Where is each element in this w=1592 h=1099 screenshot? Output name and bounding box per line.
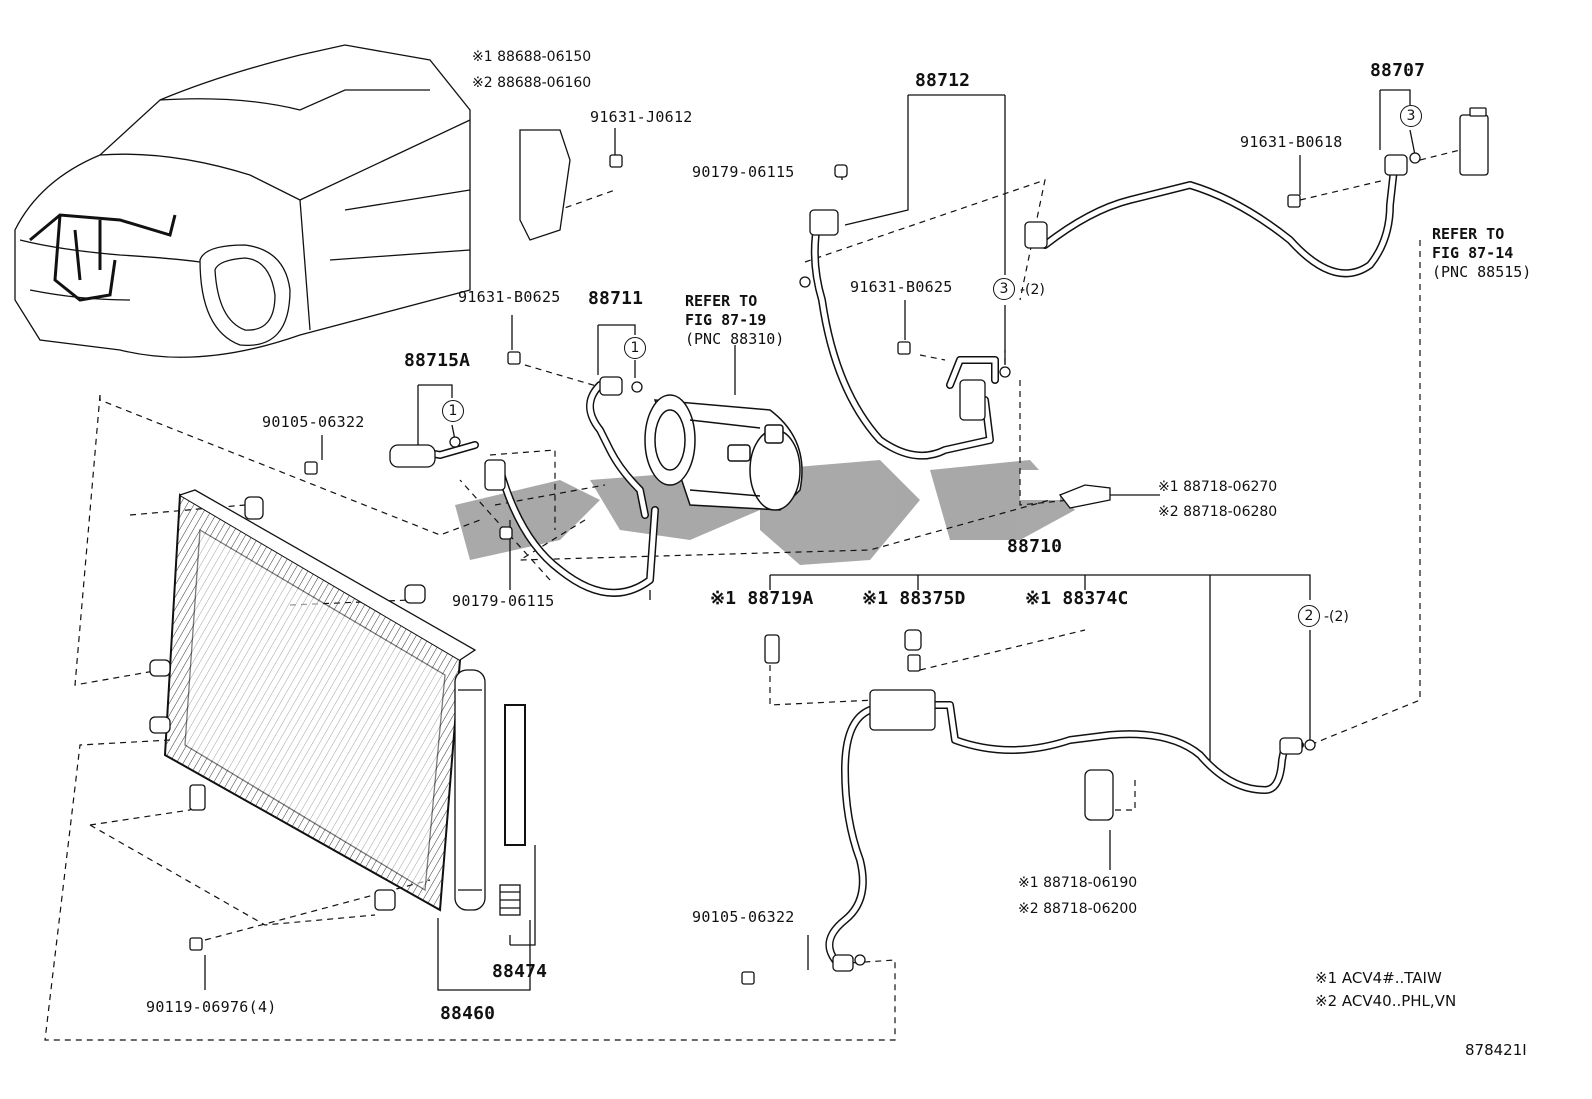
o-ring-callout-2-qty: -(2) [1324,609,1349,625]
o-ring-callout-3-qty: -(2) [1020,282,1045,298]
o-ring-callout-1b: 1 [442,400,464,422]
pipe-88712-label: 88712 [915,70,971,91]
bracket-88688-label-1: ※1 88688-06150 [472,49,592,65]
compressor-reference-line2: FIG 87-19 [685,311,767,329]
switch-88719a-label: ※1 88719A [710,588,814,609]
nut-90179-bottom-label: 90179-06115 [452,592,555,610]
wiring-harness [29,213,177,302]
valve-88375d-label: ※1 88375D [862,588,966,609]
o-ring-callout-3a: 3 [1400,105,1422,127]
expansion-valve-reference-line2: FIG 87-14 [1432,244,1514,262]
compressor-reference: REFER TO FIG 87-19 (PNC 88310) [685,292,784,349]
note-2: ※2 ACV40..PHL,VN [1315,992,1457,1010]
o-ring-callout-2: 2 [1298,605,1320,627]
figure-id: 878421I [1465,1041,1527,1059]
dryer-88474-label: 88474 [492,961,548,982]
pipe-88710-label: 88710 [1007,536,1063,557]
bolt-91631-b0625-mid-label: 91631-B0625 [850,278,953,296]
clamp-88718-top-label-2: ※2 88718-06280 [1158,504,1278,520]
o-ring-callout-1a: 1 [624,337,646,359]
expansion-valve-reference: REFER TO FIG 87-14 (PNC 88515) [1432,225,1531,282]
condenser-88460 [149,489,526,916]
condenser-88460-label: 88460 [440,1003,496,1024]
compressor-reference-line1: REFER TO [685,292,758,310]
bolt-90119-label: 90119-06976(4) [146,998,277,1016]
clamp-88718-bottom-label-1: ※1 88718-06190 [1018,875,1138,891]
nut-90179-top-label: 90179-06115 [692,163,795,181]
bolt-90105-left-label: 90105-06322 [262,413,365,431]
bolt-90105-bottom-label: 90105-06322 [692,908,795,926]
compressor [644,394,803,511]
compressor-reference-line3: (PNC 88310) [685,330,785,348]
hose-88711-label: 88711 [588,288,644,309]
bracket-88688-label-2: ※2 88688-06160 [472,75,592,91]
hose-88715a-label: 88715A [404,350,471,371]
valve-88374c-label: ※1 88374C [1025,588,1129,609]
expansion-valve-reference-line1: REFER TO [1432,225,1505,243]
o-ring-callout-3b: 3 [993,278,1015,300]
expansion-valve-reference-line3: (PNC 88515) [1432,263,1532,281]
clamp-88718-top-label-1: ※1 88718-06270 [1158,479,1278,495]
bolt-91631-b0625-left-label: 91631-B0625 [458,288,561,306]
bolt-91631-j0612-label: 91631-J0612 [590,108,693,126]
small-parts [189,107,1489,985]
clamp-88718-bottom-label-2: ※2 88718-06200 [1018,901,1138,917]
bolt-91631-b0618-label: 91631-B0618 [1240,133,1343,151]
vehicle-outline [14,44,471,358]
refrigerant-lines-inner [392,157,1398,968]
pipe-88707-label: 88707 [1370,60,1426,81]
note-1: ※1 ACV4#..TAIW [1315,969,1442,987]
o-rings [449,152,1421,966]
